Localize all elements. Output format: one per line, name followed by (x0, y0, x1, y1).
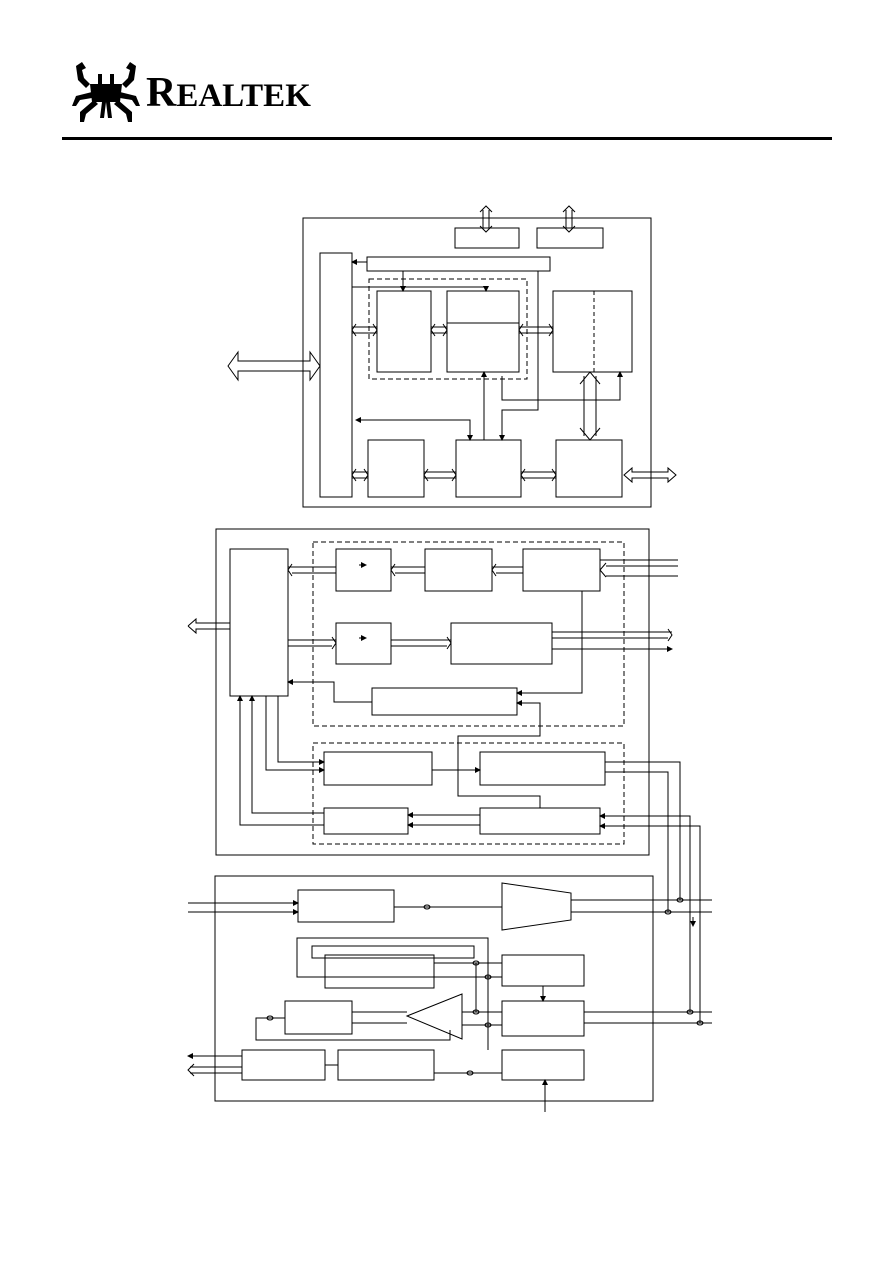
bottom-block-mid (324, 954, 435, 989)
bottom-section (187, 875, 712, 1112)
middle-block-r1c (522, 548, 601, 592)
middle-block-r2b (450, 622, 553, 665)
middle-block-r1a (335, 548, 392, 592)
bottom-inner-feedback (311, 945, 475, 959)
top-io-arrow-a (479, 205, 493, 233)
middle-outer-frame (215, 528, 650, 856)
middle-block-r4b (479, 751, 606, 786)
top-block-3 (552, 290, 633, 373)
bottom-block-right-2 (501, 1000, 585, 1037)
bottom-block-in (297, 889, 395, 923)
top-bottom-block-2 (455, 439, 522, 498)
bottom-block-right-3 (501, 1049, 585, 1081)
middle-block-r5a (323, 807, 409, 835)
top-block-2 (446, 290, 520, 373)
bottom-amplifier-triangle (405, 993, 463, 1040)
middle-block-r5b (479, 807, 601, 835)
bottom-block-right-1 (501, 954, 585, 987)
brand-rest: EALTEK (176, 78, 311, 114)
bottom-block-out-2 (337, 1049, 435, 1081)
bottom-block-out-1 (241, 1049, 326, 1081)
middle-block-r4a (323, 751, 433, 786)
top-external-bus-right (623, 466, 677, 484)
top-bottom-block-1 (367, 439, 425, 498)
page-header: REALTEK (0, 0, 892, 150)
realtek-crab-logo-icon (72, 62, 140, 122)
top-outer-frame (302, 217, 652, 508)
bottom-block-small (284, 1000, 353, 1035)
middle-section (187, 528, 701, 1023)
bottom-mux-trapezoid (501, 882, 572, 931)
header-rule (62, 137, 832, 140)
middle-block-r1b (424, 548, 493, 592)
top-control-bar (366, 256, 551, 272)
top-right-block-a (454, 227, 520, 249)
top-right-block-b (536, 227, 604, 249)
middle-dashed-group-lower (312, 742, 625, 845)
middle-block-r2a (335, 622, 392, 665)
bottom-outer-frame (214, 875, 654, 1102)
top-dashed-group (368, 278, 528, 380)
top-block-1 (376, 290, 432, 373)
realtek-wordmark: REALTEK (146, 72, 311, 114)
brand-initial: R (146, 70, 177, 116)
top-vertical-bus (319, 252, 353, 498)
top-section (227, 205, 677, 508)
top-external-bus-left (227, 350, 321, 382)
middle-block-r3 (371, 687, 518, 716)
top-io-arrow-b (562, 205, 576, 233)
top-bottom-block-3 (555, 439, 623, 498)
middle-dashed-group-upper (312, 541, 625, 727)
middle-vertical-bus (229, 548, 289, 697)
